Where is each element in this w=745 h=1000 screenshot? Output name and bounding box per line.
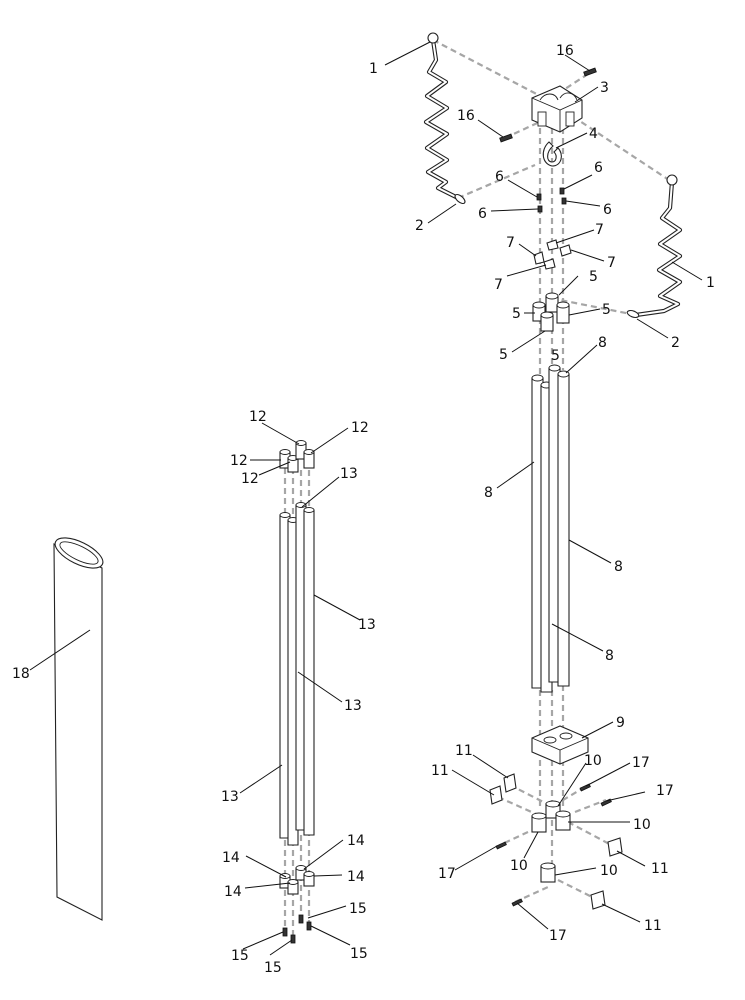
callout-label: 17 [632,755,650,771]
callout-label: 13 [344,698,362,714]
callout-label: 8 [484,485,493,501]
callout-label: 11 [651,861,669,877]
callout-label: 13 [221,789,239,805]
callout-label: 7 [607,255,616,271]
callout-label: 14 [347,833,365,849]
callout-label: 5 [551,348,560,364]
callout-label: 16 [556,43,574,59]
part-1-springs [423,32,683,318]
callout-labels: 1 1 2 2 3 4 5 5 5 5 5 6 6 6 6 7 7 7 7 8 … [12,43,715,976]
callout-label: 15 [231,948,249,964]
part-15-pins [282,914,312,944]
callout-label: 9 [616,715,625,731]
callout-label: 14 [224,884,242,900]
callout-label: 17 [549,928,567,944]
callout-label: 5 [602,302,611,318]
callout-label: 10 [584,753,602,769]
part-12-caps [279,440,315,473]
part-3-head-block [531,85,583,133]
callout-label: 12 [249,409,267,425]
callout-label: 8 [605,648,614,664]
callout-label: 4 [589,126,598,142]
callout-label: 12 [241,471,259,487]
callout-label: 3 [600,80,609,96]
callout-label: 10 [510,858,528,874]
callout-label: 6 [478,206,487,222]
callout-label: 5 [589,269,598,285]
callout-label: 14 [347,869,365,885]
callout-label: 11 [431,763,449,779]
callout-label: 7 [595,222,604,238]
callout-label: 8 [614,559,623,575]
callout-label: 2 [671,335,680,351]
callout-label: 16 [457,108,475,124]
callout-label: 10 [633,817,651,833]
callout-label: 7 [494,277,503,293]
part-8-poles [531,364,570,693]
assembly-guide-lines [283,39,673,938]
part-4-hook [542,141,562,167]
callout-label: 15 [264,960,282,976]
callout-label: 5 [512,306,521,322]
leader-lines [29,41,703,956]
part-9-base-block [531,725,589,765]
callout-label: 5 [499,347,508,363]
callout-label: 17 [656,783,674,799]
part-13-poles [279,502,315,846]
callout-label: 6 [603,202,612,218]
callout-label: 13 [340,466,358,482]
callout-label: 17 [438,866,456,882]
part-11-feet [489,773,623,910]
callout-label: 1 [706,275,715,291]
part-10-hubs [531,800,571,883]
part-5-caps [532,292,570,332]
callout-label: 14 [222,850,240,866]
callout-label: 6 [594,160,603,176]
callout-label: 18 [12,666,30,682]
callout-label: 12 [230,453,248,469]
part-2-clips [454,193,640,319]
callout-label: 8 [598,335,607,351]
callout-label: 11 [644,918,662,934]
callout-label: 12 [351,420,369,436]
callout-label: 15 [350,946,368,962]
callout-label: 11 [455,743,473,759]
part-18-sleeve [53,537,104,921]
part-14-caps [279,865,315,895]
callout-label: 10 [600,863,618,879]
callout-label: 7 [506,235,515,251]
part-7-clips [533,239,572,270]
callout-label: 6 [495,169,504,185]
callout-label: 15 [349,901,367,917]
callout-label: 1 [369,61,378,77]
callout-label: 2 [415,218,424,234]
callout-label: 13 [358,617,376,633]
